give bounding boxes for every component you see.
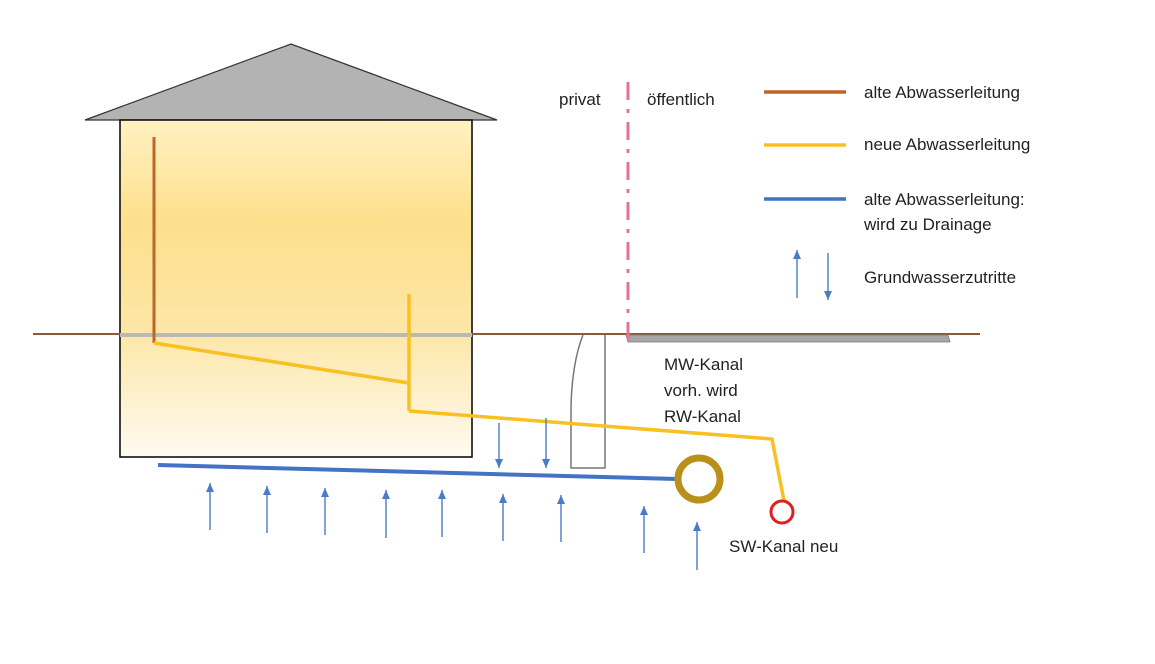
legend-label-old-pipe: alte Abwasserleitung xyxy=(864,83,1020,102)
legend-arrow-down xyxy=(824,253,832,300)
groundwater-arrow-up xyxy=(557,495,565,542)
label-mw-kanal-2: vorh. wird xyxy=(664,381,738,400)
road-surface xyxy=(625,334,951,343)
groundwater-arrow-up xyxy=(640,506,648,553)
legend-label-new-pipe: neue Abwasserleitung xyxy=(864,135,1030,154)
legend-label-drainage-2: wird zu Drainage xyxy=(863,215,992,234)
groundwater-arrow-down xyxy=(495,423,503,468)
label-mw-kanal-3: RW-Kanal xyxy=(664,407,741,426)
mw-kanal-ring xyxy=(674,454,724,504)
groundwater-arrow-up xyxy=(499,494,507,541)
mw-shaft xyxy=(570,334,606,469)
legend-arrow-up xyxy=(793,250,801,298)
groundwater-arrow-up xyxy=(206,483,214,530)
groundwater-arrow-up xyxy=(693,522,701,570)
groundwater-arrow-up xyxy=(321,488,329,535)
label-oeffentlich: öffentlich xyxy=(647,90,715,109)
groundwater-arrow-down xyxy=(542,418,550,468)
house-roof xyxy=(84,43,498,121)
drainage-pipe xyxy=(157,463,678,481)
legend-label-drainage: alte Abwasserleitung: xyxy=(864,190,1025,209)
new-pipe-sewer xyxy=(408,409,786,502)
house-body xyxy=(119,119,473,458)
sw-kanal-ring xyxy=(769,499,795,525)
groundwater-arrow-up xyxy=(263,486,271,533)
legend-label-groundwater: Grundwasserzutritte xyxy=(864,268,1016,287)
label-sw-kanal: SW-Kanal neu xyxy=(729,537,838,556)
groundwater-arrow-up xyxy=(438,490,446,537)
groundwater-arrow-up xyxy=(382,490,390,538)
groundwater-arrows xyxy=(206,418,701,570)
new-pipe xyxy=(153,341,410,385)
arrows-up-down-icon xyxy=(793,250,832,300)
label-privat: privat xyxy=(559,90,601,109)
label-mw-kanal-1: MW-Kanal xyxy=(664,355,743,374)
